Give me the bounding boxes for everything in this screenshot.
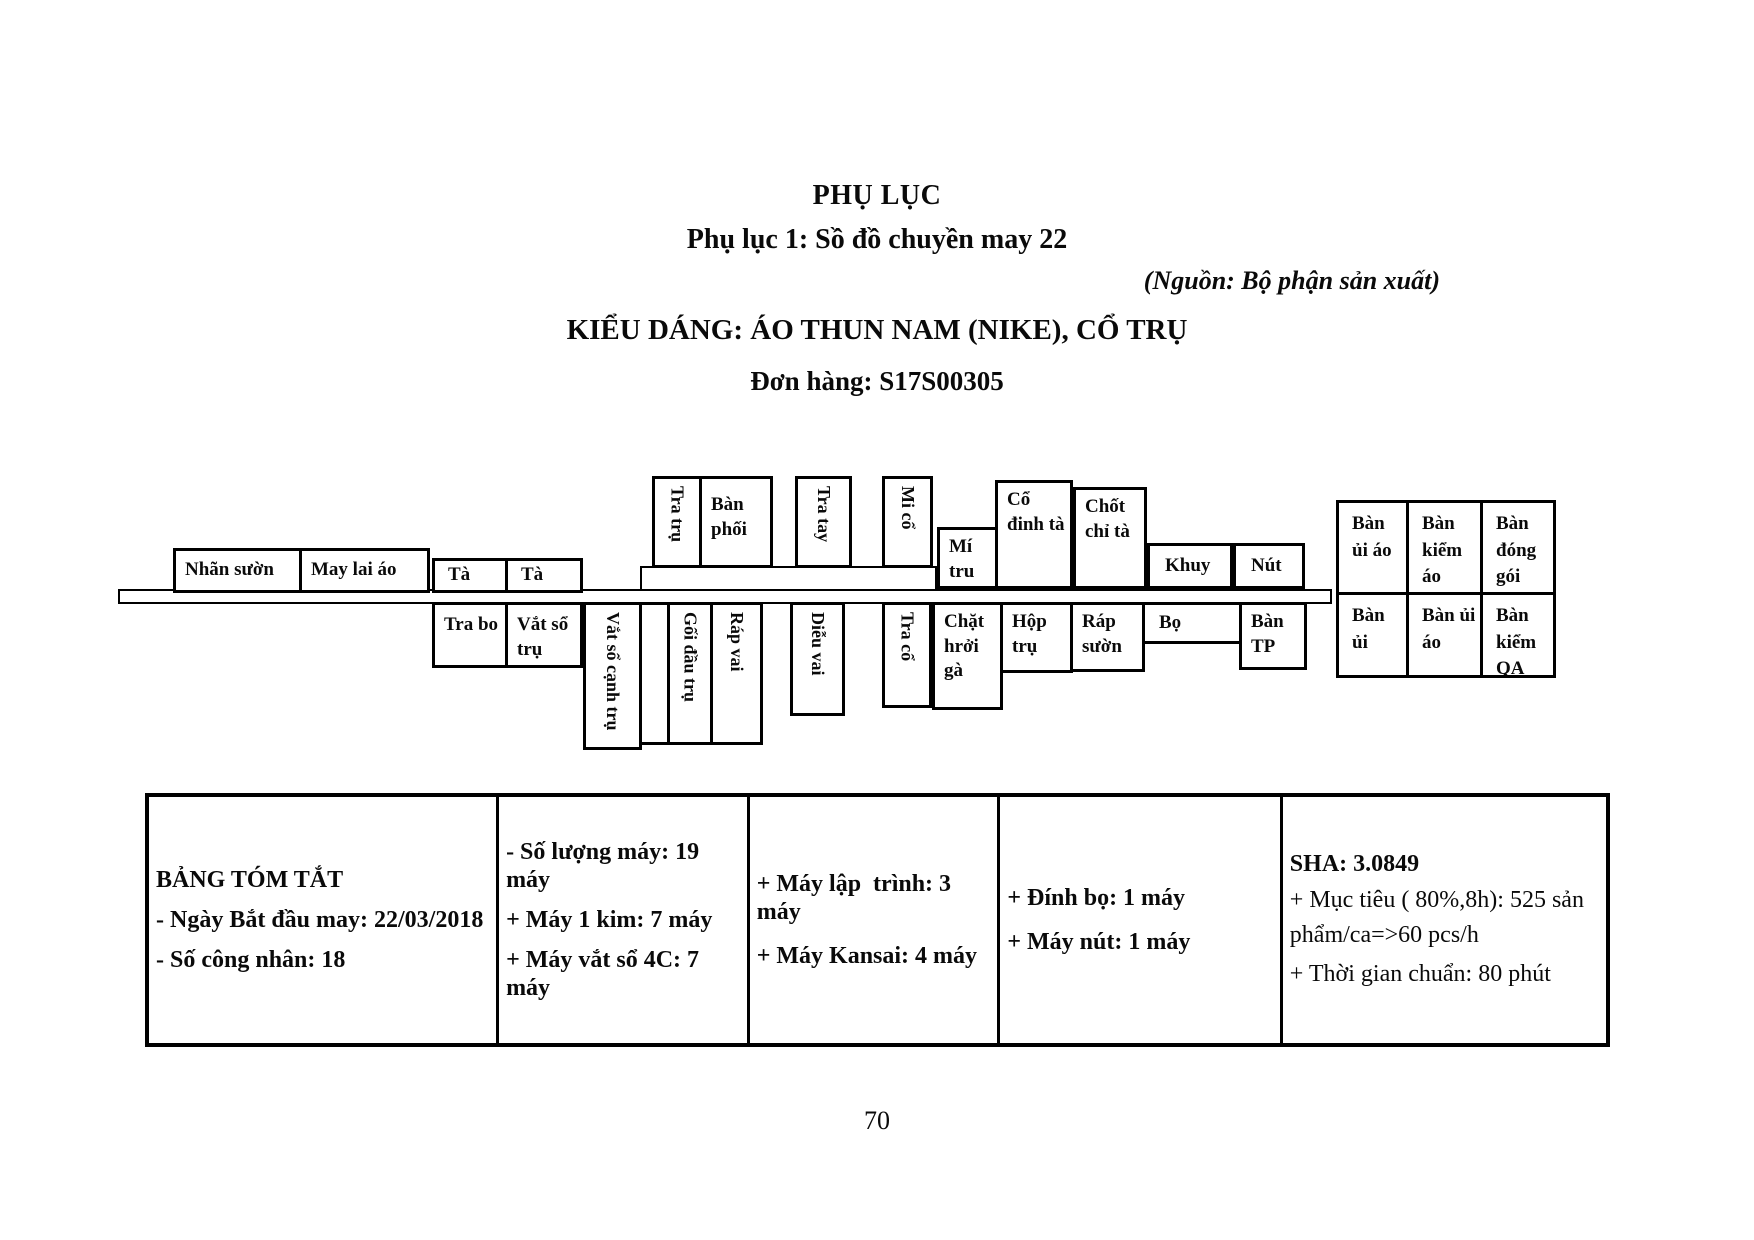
page-number: 70 (864, 1106, 890, 1135)
sha-value: SHA: 3.0849 (1289, 850, 1420, 877)
order-heading: Đơn hàng: S17S00305 (750, 366, 1004, 396)
summary-col-other-machines: + Đính bọ: 1 máy + Máy nút: 1 máy (1000, 797, 1283, 1043)
summary-col-machines: - Số lượng máy: 19 máy + Máy 1 kim: 7 má… (499, 797, 750, 1043)
summary-title: BẢNG TÓM TẮT (156, 867, 344, 893)
station-tra-co: Tra cổ (882, 602, 932, 708)
station-rap-suon: Ráp sườn (1070, 602, 1145, 672)
station-dieu-vai: Diễu vai (790, 602, 845, 716)
station-chot-chi-ta: Chốt chỉ tà (1073, 487, 1147, 589)
station-vat-so-tru: Vắt sổ trụ (505, 602, 583, 668)
station-mi-tru: Mí tru (937, 527, 998, 589)
station-ban-kiem-qa: Bàn kiểm QA (1480, 592, 1556, 678)
station-nhan-suon: Nhãn sườn (173, 548, 302, 593)
station-ban-ui-ao-bottom: Bàn ủi áo (1406, 592, 1483, 678)
machine-laptrinh: + Máy lập trình: 3 máy (756, 871, 958, 925)
machine-vatso: + Máy vắt sổ 4C: 7 máy (506, 947, 706, 1001)
station-chat-hroi-ga: Chặt hrởi gà (932, 602, 1003, 710)
appendix-subtitle: Phụ lục 1: Sồ đồ chuyền may 22 (686, 224, 1068, 255)
machine-1kim: + Máy 1 kim: 7 máy (506, 907, 713, 933)
source-note: (Nguồn: Bộ phận sản xuất) (1143, 266, 1440, 295)
machine-dinhbo: + Đính bọ: 1 máy (1007, 885, 1186, 911)
machine-nut: + Máy nút: 1 máy (1007, 929, 1191, 955)
station-hop-tru: Hộp trụ (1000, 602, 1073, 673)
station-tra-tay: Tra tay (795, 476, 852, 568)
station-co-dinh-ta: Cổ đinh tà (995, 480, 1073, 589)
summary-table: BẢNG TÓM TẮT - Ngày Bắt đầu may: 22/03/2… (145, 793, 1610, 1047)
station-ta-2: Tà (505, 558, 583, 593)
station-ban-ui-ao-top: Bàn ủi áo (1336, 500, 1409, 595)
station-rap-vai: Ráp vai (710, 602, 763, 745)
station-ta-1: Tà (432, 558, 508, 593)
summary-col-general: BẢNG TÓM TẮT - Ngày Bắt đầu may: 22/03/2… (149, 797, 500, 1043)
station-khuy: Khuy (1147, 543, 1233, 589)
target-output: + Mục tiêu ( 80%,8h): 525 sản phẩm/ca=>6… (1289, 886, 1584, 948)
style-heading: KIỂU DÁNG: ÁO THUN NAM (NIKE), CỔ TRỤ (566, 314, 1188, 346)
summary-col-targets: SHA: 3.0849 + Mục tiêu ( 80%,8h): 525 sả… (1283, 797, 1606, 1043)
station-ban-ui: Bàn ủi (1336, 592, 1409, 678)
station-tra-tru: Tra trụ (652, 476, 702, 568)
station-ban-tp: Bàn TP (1239, 602, 1307, 670)
station-may-lai-ao: May lai áo (299, 548, 430, 593)
station-vat-so-canh-tru: Vắt sổ cạnh trụ (583, 602, 642, 750)
station-tra-bo: Tra bo (432, 602, 508, 668)
page-title: PHỤ LỤC (812, 180, 942, 211)
station-ban-dong-goi: Bàn đóng gói (1480, 500, 1556, 595)
empty-cell (639, 602, 670, 745)
station-bo: Bọ (1142, 602, 1242, 644)
machine-total: - Số lượng máy: 19 máy (506, 839, 706, 893)
station-mi-co: Mi cổ (882, 476, 933, 568)
worker-count: - Số công nhân: 18 (156, 947, 346, 973)
machine-kansai: + Máy Kansai: 4 máy (756, 943, 978, 969)
station-goi-dau-tru: Gối đầu trụ (667, 602, 713, 745)
summary-col-special-machines: + Máy lập trình: 3 máy + Máy Kansai: 4 m… (750, 797, 1001, 1043)
station-nut: Nút (1233, 543, 1305, 589)
station-ban-phoi: Bàn phối (699, 476, 773, 568)
station-ban-kiem-ao: Bàn kiểm áo (1406, 500, 1483, 595)
start-date: - Ngày Bắt đầu may: 22/03/2018 (156, 907, 484, 933)
standard-time: + Thời gian chuẩn: 80 phút (1289, 960, 1551, 987)
